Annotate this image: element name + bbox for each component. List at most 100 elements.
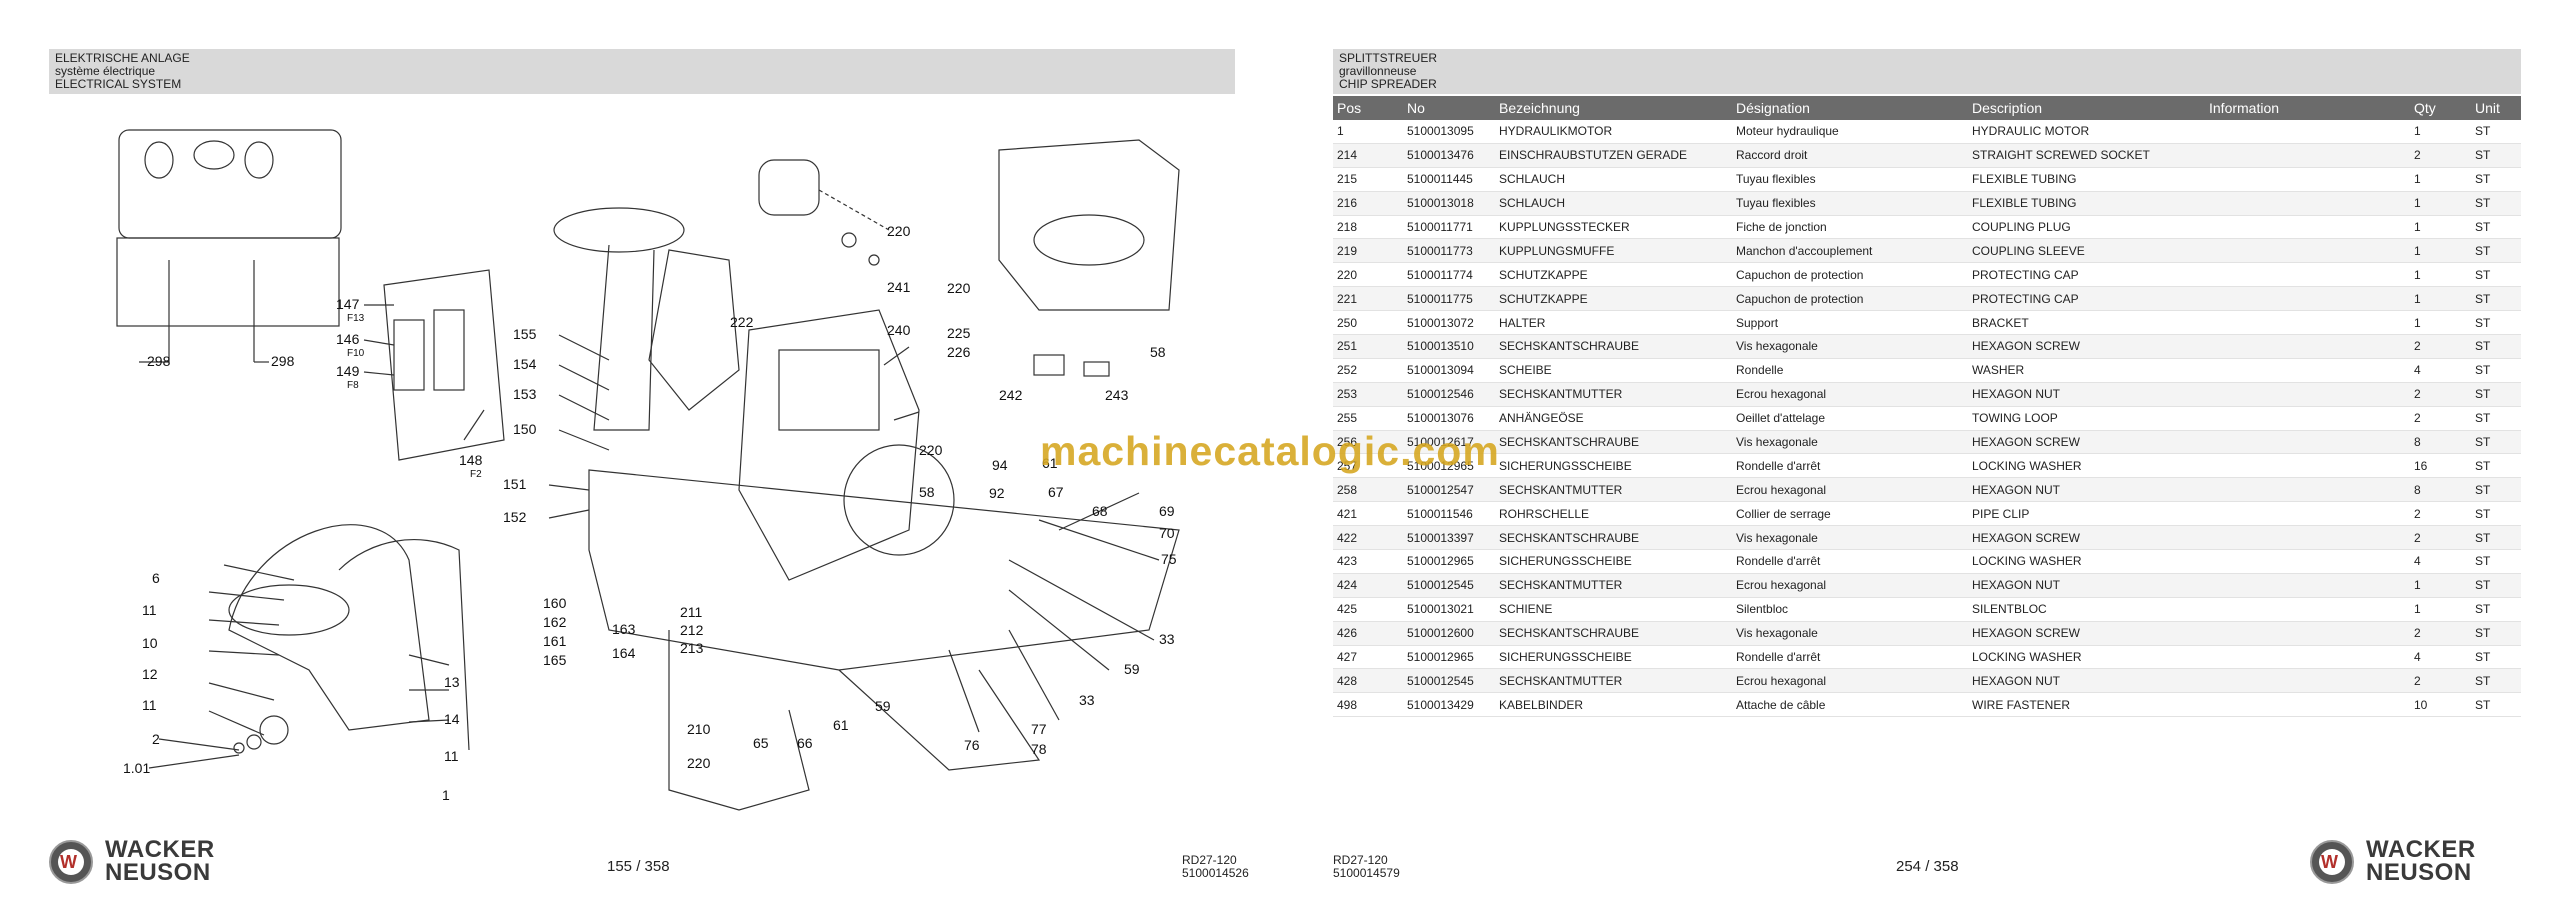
table-cell: 5100011445: [1403, 167, 1495, 192]
table-cell: 5100013021: [1403, 597, 1495, 622]
table-cell: COUPLING PLUG: [1968, 215, 2205, 240]
callout-94: 94: [992, 457, 1008, 473]
logo-w-icon: W: [2310, 840, 2354, 884]
callout-155: 155: [513, 326, 537, 342]
table-cell: 1: [2410, 191, 2471, 216]
callout-150: 150: [513, 421, 537, 437]
table-cell: 221: [1333, 286, 1403, 312]
table-cell: ST: [2471, 645, 2521, 670]
table-cell: 215: [1333, 167, 1403, 192]
table-cell: SECHSKANTMUTTER: [1495, 668, 1732, 694]
table-cell: 4: [2410, 358, 2471, 383]
table-cell: 10: [2410, 692, 2471, 718]
callout-298: 298: [147, 353, 171, 369]
table-cell: [2205, 191, 2410, 216]
column-header: Description: [1968, 96, 2205, 120]
table-cell: 5100012545: [1403, 573, 1495, 598]
table-cell: Attache de câble: [1732, 692, 1968, 718]
table-cell: 2: [2410, 668, 2471, 694]
column-header: Qty: [2410, 96, 2471, 120]
table-cell: COUPLING SLEEVE: [1968, 238, 2205, 264]
table-cell: 218: [1333, 215, 1403, 240]
callout-220a: 220: [687, 755, 711, 771]
table-cell: [2205, 382, 2410, 407]
callout-213: 213: [680, 640, 704, 656]
table-cell: [2205, 167, 2410, 192]
table-cell: Rondelle d'arrêt: [1732, 645, 1968, 670]
table-cell: ST: [2471, 238, 2521, 264]
callout-f10: F10: [347, 348, 365, 359]
table-cell: HYDRAULIC MOTOR: [1968, 120, 2205, 144]
table-cell: WASHER: [1968, 358, 2205, 383]
table-cell: SICHERUNGSSCHEIBE: [1495, 645, 1732, 670]
table-cell: 214: [1333, 143, 1403, 168]
callout-11c: 11: [444, 748, 459, 764]
callout-70: 70: [1159, 525, 1175, 541]
table-cell: 426: [1333, 621, 1403, 646]
table-cell: SCHLAUCH: [1495, 191, 1732, 216]
table-cell: 5100012965: [1403, 453, 1495, 479]
header-line-fr: système électrique: [55, 64, 156, 78]
table-cell: ST: [2471, 262, 2521, 288]
table-cell: HEXAGON NUT: [1968, 668, 2205, 694]
table-cell: ROHRSCHELLE: [1495, 501, 1732, 527]
table-cell: ST: [2471, 668, 2521, 694]
table-cell: SCHIENE: [1495, 597, 1732, 622]
table-cell: ST: [2471, 406, 2521, 431]
table-cell: Ecrou hexagonal: [1732, 382, 1968, 407]
table-cell: 5100012965: [1403, 645, 1495, 670]
table-cell: 1: [2410, 262, 2471, 288]
callout-1: 1: [442, 787, 450, 803]
table-cell: Capuchon de protection: [1732, 286, 1968, 312]
table-cell: [2205, 215, 2410, 240]
table-cell: 5100013076: [1403, 406, 1495, 431]
table-cell: SECHSKANTMUTTER: [1495, 573, 1732, 598]
section-header-left: ELEKTRISCHE ANLAGE système électrique EL…: [49, 49, 1235, 94]
table-cell: ST: [2471, 501, 2521, 527]
table-cell: [2205, 406, 2410, 431]
table-cell: 5100012546: [1403, 382, 1495, 407]
table-cell: 5100011775: [1403, 286, 1495, 312]
table-cell: 5100013018: [1403, 191, 1495, 216]
table-cell: SECHSKANTMUTTER: [1495, 477, 1732, 503]
header-line-de: SPLITTSTREUER: [1339, 51, 1438, 65]
table-cell: ST: [2471, 167, 2521, 192]
fuse-box: [383, 269, 505, 461]
callout-101: 1.01: [123, 760, 150, 776]
table-cell: 5100011546: [1403, 501, 1495, 527]
callout-78: 78: [1031, 741, 1047, 757]
table-cell: HEXAGON NUT: [1968, 477, 2205, 503]
table-cell: 1: [1333, 120, 1403, 144]
table-cell: ANHÄNGEÖSE: [1495, 406, 1732, 431]
table-cell: LOCKING WASHER: [1968, 645, 2205, 670]
table-cell: 5100012965: [1403, 549, 1495, 574]
table-cell: 423: [1333, 549, 1403, 574]
column-header: No: [1403, 96, 1495, 120]
table-cell: ST: [2471, 477, 2521, 503]
table-cell: 2: [2410, 334, 2471, 359]
table-cell: ST: [2471, 692, 2521, 718]
doc-info-left: RD27-120 5100014526: [1182, 854, 1249, 880]
table-cell: WIRE FASTENER: [1968, 692, 2205, 718]
table-cell: ST: [2471, 120, 2521, 144]
table-cell: 1: [2410, 286, 2471, 312]
table-cell: SILENTBLOC: [1968, 597, 2205, 622]
table-cell: ST: [2471, 382, 2521, 407]
callout-58b: 58: [1150, 344, 1166, 360]
table-cell: HEXAGON SCREW: [1968, 525, 2205, 551]
table-cell: 251: [1333, 334, 1403, 359]
table-cell: 5100012547: [1403, 477, 1495, 503]
table-cell: [2205, 358, 2410, 383]
table-cell: KUPPLUNGSSTECKER: [1495, 215, 1732, 240]
table-cell: SECHSKANTMUTTER: [1495, 382, 1732, 407]
callout-11a: 11: [142, 602, 157, 618]
